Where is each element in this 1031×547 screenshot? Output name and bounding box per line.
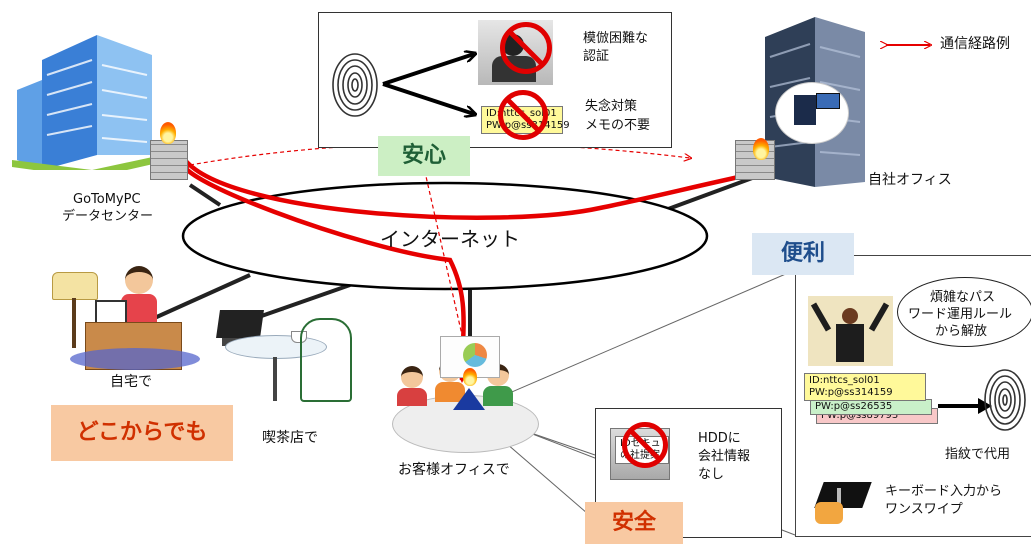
swipe-line2: ワンスワイプ bbox=[885, 502, 963, 517]
internet-cloud bbox=[181, 181, 709, 291]
cafe-label: 喫茶店で bbox=[262, 430, 318, 446]
bubble-line1: 煩雑なパス bbox=[930, 290, 996, 305]
anzen-text-line3: なし bbox=[698, 467, 725, 482]
customer-laptop-icon bbox=[453, 388, 485, 410]
internet-label: インターネット bbox=[380, 227, 520, 251]
bubble-line2: ワード運用ルール bbox=[908, 307, 1013, 322]
fingerprint-icon bbox=[330, 52, 380, 118]
anshin-badge: 安心 bbox=[378, 136, 470, 176]
anzen-badge: 安全 bbox=[585, 502, 683, 544]
office-computer-icon bbox=[775, 82, 849, 144]
cafe-chair-icon bbox=[300, 318, 352, 402]
bubble-line3: から解放 bbox=[935, 324, 988, 339]
anshin-item2-line2: メモの不要 bbox=[585, 118, 651, 133]
home-rug-icon bbox=[70, 348, 200, 370]
anshin-item2-line1: 失念対策 bbox=[585, 99, 638, 114]
password-note-pw: PW:p@ss314159 bbox=[809, 387, 893, 398]
password-note-green: PW:p@ss26535 bbox=[810, 399, 932, 415]
swipe-line1: キーボード入力から bbox=[885, 484, 1003, 499]
cafe-table-icon bbox=[225, 331, 327, 405]
office-fire-icon bbox=[753, 138, 769, 160]
happy-person-icon bbox=[808, 296, 893, 366]
dokokara-badge: どこからでも bbox=[51, 405, 233, 461]
office-label: 自社オフィス bbox=[868, 172, 952, 188]
benri-panel-outline bbox=[795, 255, 1031, 537]
datacenter-fire-icon bbox=[160, 122, 176, 144]
anzen-text-line2: 会社情報 bbox=[698, 449, 751, 464]
password-note-id: ID:nttcs_sol01 bbox=[809, 375, 880, 386]
legend-label: 通信経路例 bbox=[940, 36, 1010, 52]
anshin-item1-line2: 認証 bbox=[583, 49, 610, 64]
home-label: 自宅で bbox=[110, 374, 152, 390]
benri-badge: 便利 bbox=[752, 233, 854, 275]
customer-fire-icon bbox=[463, 368, 477, 386]
prohibited-icon-2 bbox=[498, 90, 548, 140]
home-lamp-icon bbox=[50, 272, 100, 352]
fingerprint-icon-2 bbox=[982, 368, 1028, 432]
datacenter-firewall-icon bbox=[150, 140, 188, 180]
home-person-icon bbox=[115, 266, 165, 326]
fingerprint-label: 指紋で代用 bbox=[945, 447, 1011, 462]
prohibited-icon-3 bbox=[622, 422, 668, 468]
anshin-item1-line1: 模倣困難な bbox=[583, 31, 649, 46]
datacenter-label-line1: GoToMyPC bbox=[73, 192, 141, 207]
anzen-text-line1: HDDに bbox=[698, 431, 741, 446]
password-note-yellow: ID:nttcs_sol01 PW:p@ss314159 bbox=[804, 373, 926, 401]
anshin-arrows bbox=[382, 46, 498, 126]
datacenter-label-line2: データセンター bbox=[62, 209, 154, 224]
presentation-board-icon bbox=[440, 336, 500, 378]
customer-label: お客様オフィスで bbox=[398, 462, 510, 478]
prohibited-icon bbox=[500, 22, 552, 74]
datacenter-building-icon bbox=[12, 30, 162, 178]
swipe-device-icon bbox=[813, 478, 872, 528]
speech-bubble bbox=[897, 277, 1031, 347]
